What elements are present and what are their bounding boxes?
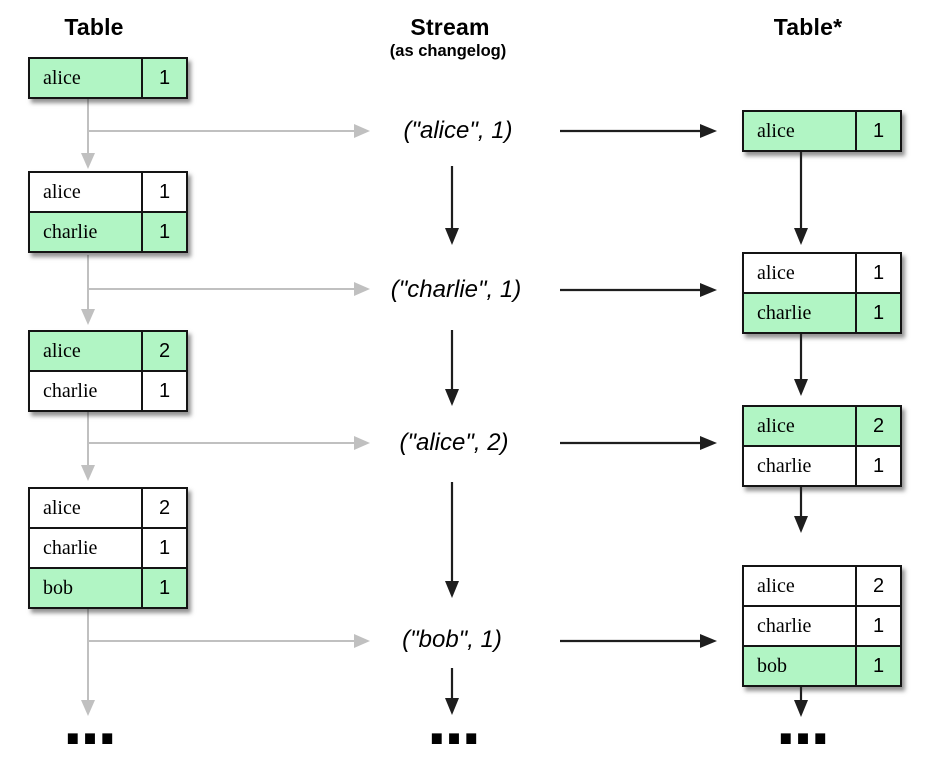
value-cell: 2 bbox=[872, 414, 885, 437]
gray-arrowhead-right-icon bbox=[354, 634, 370, 648]
stream-record-1: ("alice", 1) bbox=[403, 117, 513, 144]
right-table-snapshot-1: alice 1 bbox=[742, 110, 902, 152]
table-row: alice 1 bbox=[744, 112, 900, 150]
right-continuation-ellipsis: ... bbox=[775, 693, 831, 758]
value-cell: 2 bbox=[872, 574, 885, 597]
left-table-snapshot-2: alice 1 charlie 1 bbox=[28, 171, 188, 253]
table-row: alice 1 bbox=[744, 254, 900, 292]
value-cell: 2 bbox=[158, 339, 171, 362]
gray-arrowhead-right-icon bbox=[354, 124, 370, 138]
table-row: alice 1 bbox=[30, 173, 186, 211]
key-cell: charlie bbox=[30, 529, 143, 567]
value-cell: 1 bbox=[872, 261, 885, 284]
table-row: bob 1 bbox=[744, 645, 900, 685]
left-continuation-ellipsis: ... bbox=[62, 693, 118, 758]
key-cell: alice bbox=[30, 173, 143, 211]
key-cell: bob bbox=[744, 647, 857, 685]
value-cell: 1 bbox=[872, 301, 885, 324]
table-row: alice 2 bbox=[30, 332, 186, 370]
gray-arrowhead-right-icon bbox=[354, 282, 370, 296]
key-cell: charlie bbox=[30, 213, 143, 251]
key-cell: alice bbox=[30, 489, 143, 527]
gray-arrowhead-down-icon bbox=[81, 153, 95, 169]
black-arrowhead-down-icon bbox=[794, 379, 808, 396]
black-arrowhead-right-icon bbox=[700, 436, 717, 450]
stream-continuation-ellipsis: ... bbox=[426, 693, 482, 758]
key-cell: charlie bbox=[744, 294, 857, 332]
key-cell: charlie bbox=[744, 607, 857, 645]
black-arrowhead-right-icon bbox=[700, 124, 717, 138]
value-cell: 1 bbox=[158, 536, 171, 559]
value-cell: 1 bbox=[872, 119, 885, 142]
black-arrowhead-down-icon bbox=[794, 516, 808, 533]
value-cell: 1 bbox=[158, 576, 171, 599]
value-cell: 1 bbox=[872, 654, 885, 677]
stream-column-title: Stream bbox=[410, 14, 490, 40]
stream-column-subtitle: (as changelog) bbox=[389, 42, 507, 60]
key-cell: alice bbox=[30, 332, 143, 370]
value-cell: 1 bbox=[872, 454, 885, 477]
value-cell: 2 bbox=[158, 496, 171, 519]
black-arrowhead-right-icon bbox=[700, 634, 717, 648]
value-cell: 1 bbox=[158, 220, 171, 243]
value-cell: 1 bbox=[158, 180, 171, 203]
table-row: alice 2 bbox=[30, 489, 186, 527]
gray-arrowhead-right-icon bbox=[354, 436, 370, 450]
black-arrowhead-down-icon bbox=[794, 700, 808, 717]
value-cell: 1 bbox=[872, 614, 885, 637]
stream-record-3: ("alice", 2) bbox=[399, 429, 509, 456]
value-cell: 1 bbox=[158, 379, 171, 402]
table-row: charlie 1 bbox=[30, 527, 186, 567]
stream-record-2: ("charlie", 1) bbox=[390, 276, 522, 303]
table-row: alice 2 bbox=[744, 567, 900, 605]
gray-arrowhead-down-icon bbox=[81, 309, 95, 325]
black-arrowhead-down-icon bbox=[794, 228, 808, 245]
table-row: alice 1 bbox=[30, 59, 186, 97]
key-cell: alice bbox=[744, 567, 857, 605]
table-row: charlie 1 bbox=[744, 605, 900, 645]
black-arrowhead-down-icon bbox=[445, 228, 459, 245]
key-cell: alice bbox=[744, 407, 857, 445]
key-cell: alice bbox=[744, 112, 857, 150]
black-arrowhead-down-icon bbox=[445, 389, 459, 406]
table-row: charlie 1 bbox=[30, 370, 186, 410]
right-table-snapshot-4: alice 2 charlie 1 bob 1 bbox=[742, 565, 902, 687]
left-table-snapshot-3: alice 2 charlie 1 bbox=[28, 330, 188, 412]
table-row: charlie 1 bbox=[744, 445, 900, 485]
table-row: charlie 1 bbox=[30, 211, 186, 251]
stream-record-4: ("bob", 1) bbox=[402, 626, 502, 653]
right-column-title: Table* bbox=[773, 14, 843, 40]
right-table-snapshot-2: alice 1 charlie 1 bbox=[742, 252, 902, 334]
left-table-snapshot-4: alice 2 charlie 1 bob 1 bbox=[28, 487, 188, 609]
key-cell: alice bbox=[744, 254, 857, 292]
key-cell: bob bbox=[30, 569, 143, 607]
left-table-snapshot-1: alice 1 bbox=[28, 57, 188, 99]
gray-arrowhead-down-icon bbox=[81, 465, 95, 481]
value-cell: 1 bbox=[158, 66, 171, 89]
black-arrowhead-down-icon bbox=[445, 698, 459, 715]
table-row: charlie 1 bbox=[744, 292, 900, 332]
left-column-title: Table bbox=[64, 14, 124, 40]
right-table-snapshot-3: alice 2 charlie 1 bbox=[742, 405, 902, 487]
key-cell: alice bbox=[30, 59, 143, 97]
key-cell: charlie bbox=[744, 447, 857, 485]
table-row: bob 1 bbox=[30, 567, 186, 607]
black-arrowhead-right-icon bbox=[700, 283, 717, 297]
table-row: alice 2 bbox=[744, 407, 900, 445]
key-cell: charlie bbox=[30, 372, 143, 410]
black-arrowhead-down-icon bbox=[445, 581, 459, 598]
gray-arrowhead-down-icon bbox=[81, 700, 95, 716]
